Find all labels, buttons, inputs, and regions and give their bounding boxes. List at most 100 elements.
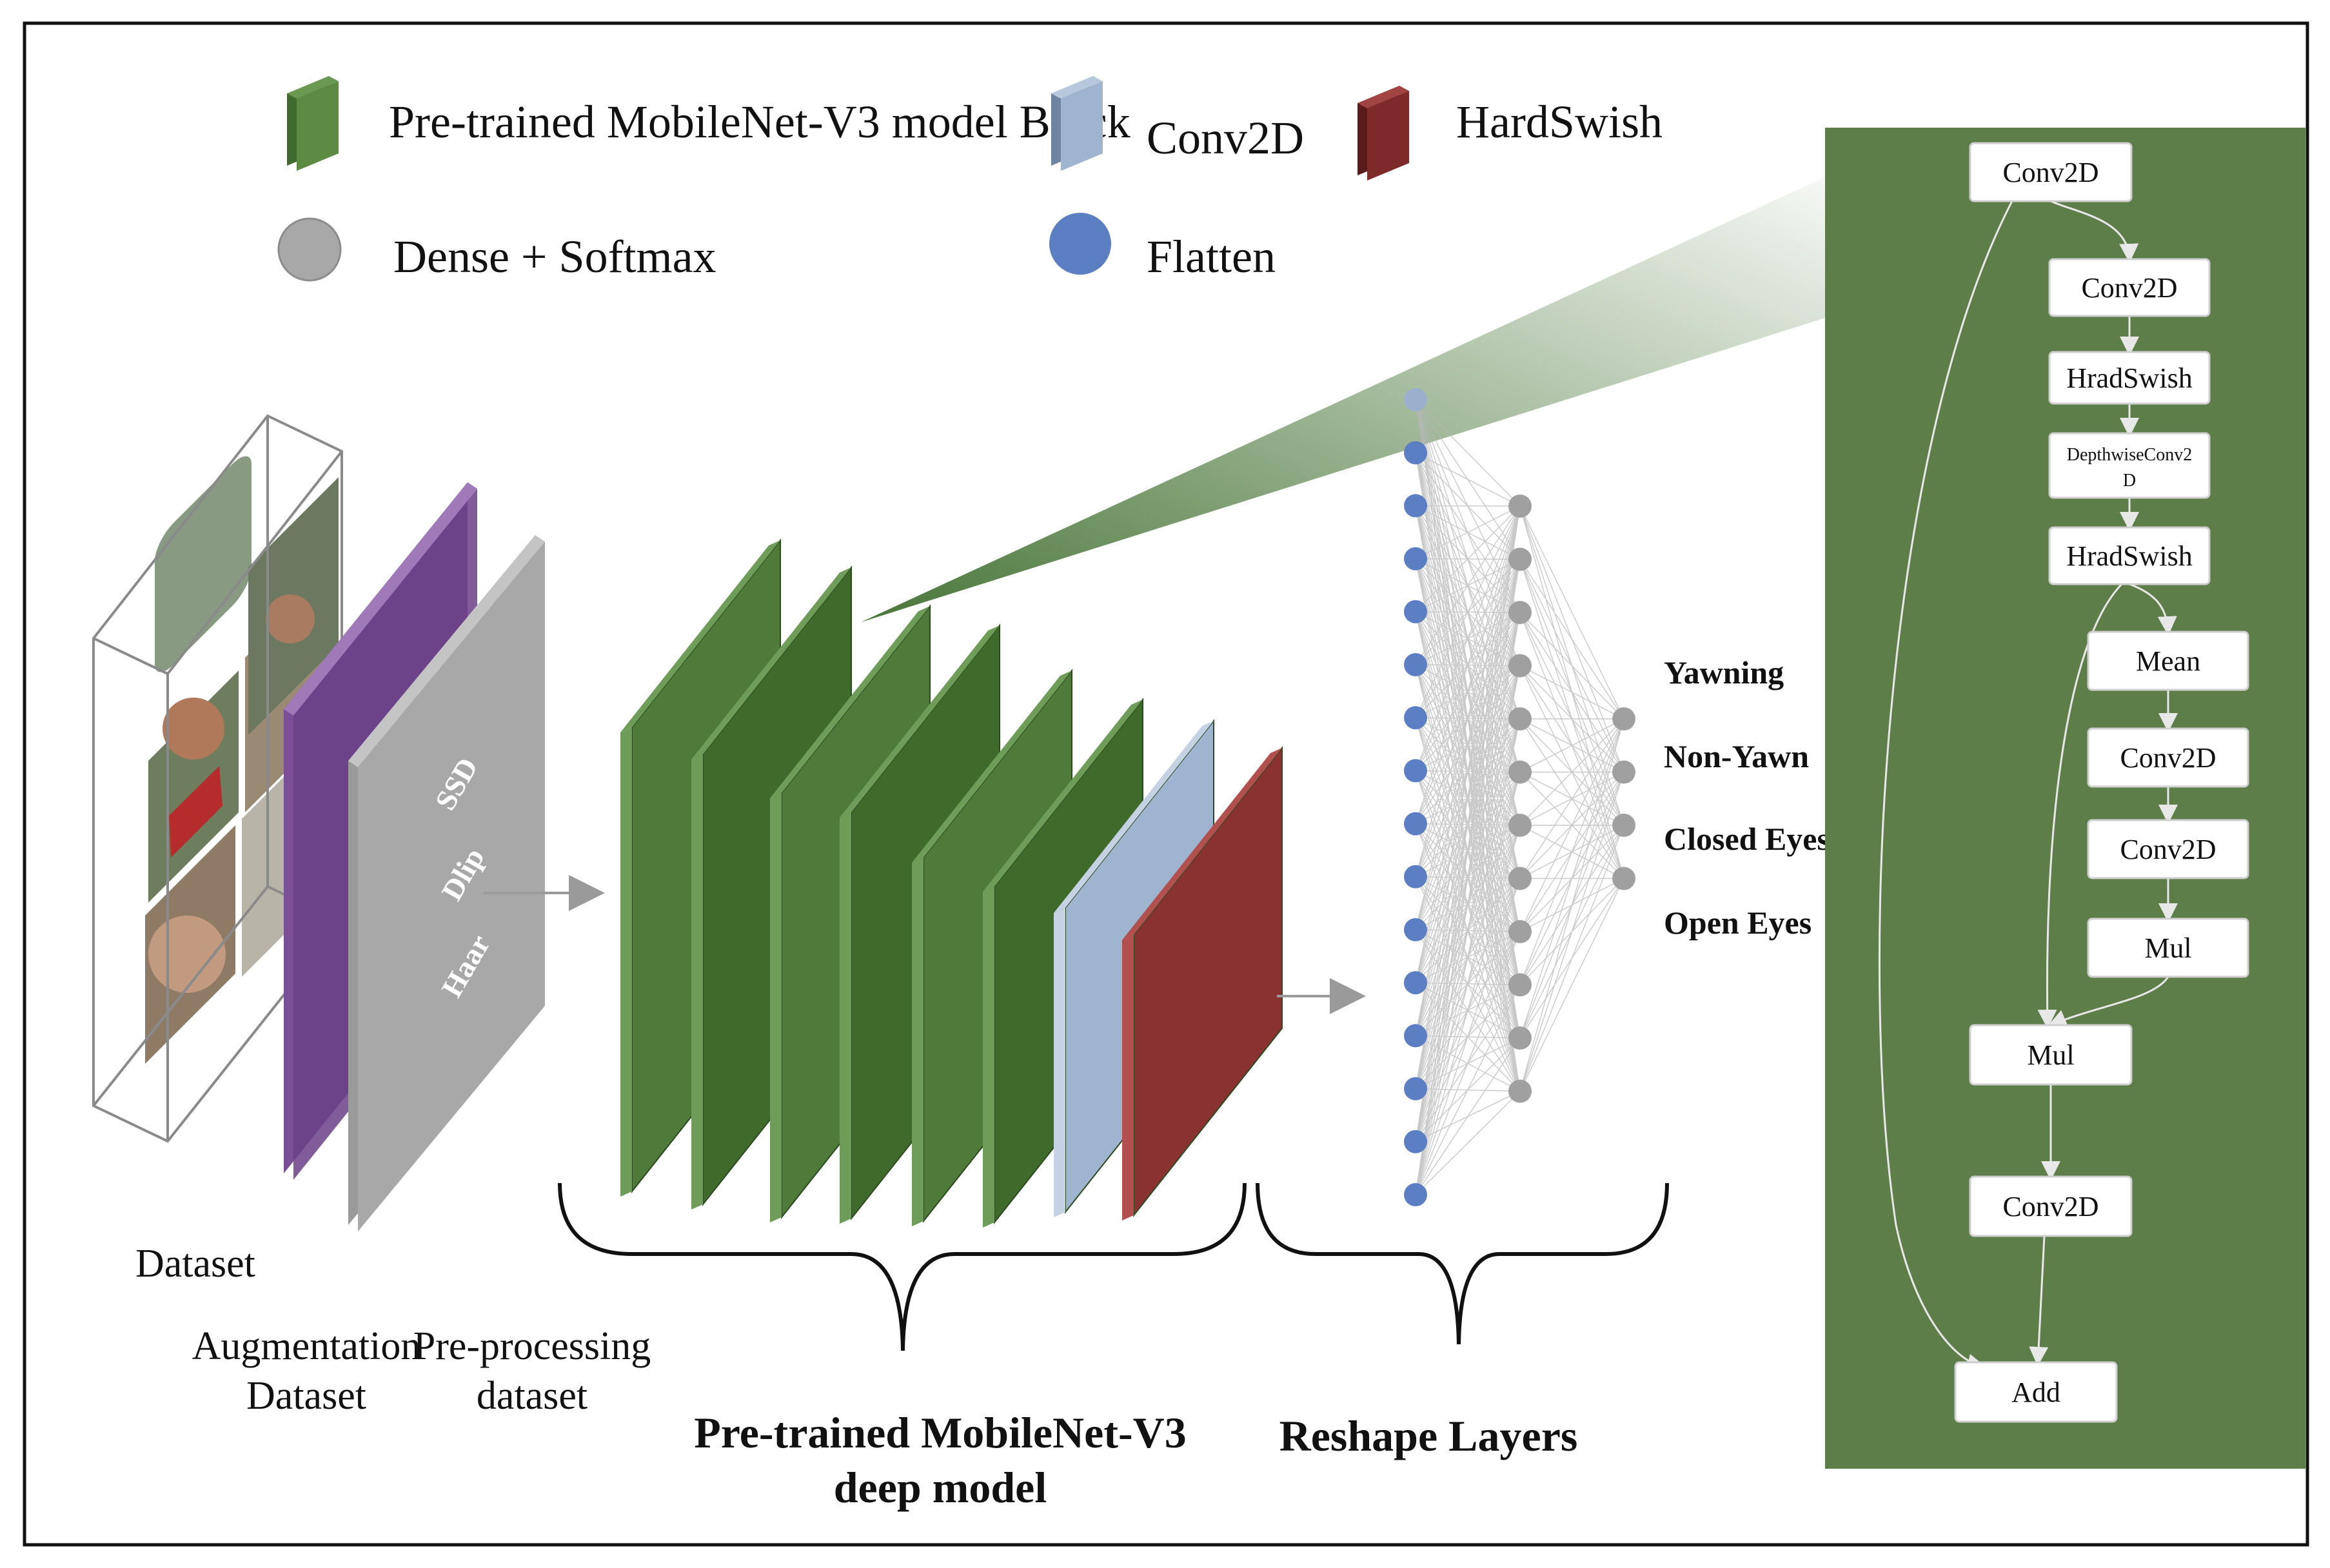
connection bbox=[1519, 718, 1624, 932]
connection bbox=[1519, 718, 1624, 985]
node-box bbox=[1954, 1361, 2118, 1423]
node-hardswish-1: HradSwish bbox=[2048, 351, 2211, 405]
node-conv2d-5: Conv2D bbox=[1969, 1175, 2133, 1237]
node-box bbox=[2087, 727, 2249, 788]
node-label: Mean bbox=[2136, 645, 2200, 677]
model-block-edge bbox=[620, 727, 632, 1197]
node-box bbox=[1969, 1175, 2133, 1237]
flatten-node bbox=[1404, 1024, 1427, 1048]
node-label: Mul bbox=[2144, 932, 2191, 964]
connection bbox=[1519, 612, 1624, 720]
legend-label-conv2d: Conv2D bbox=[1147, 112, 1304, 164]
node-box bbox=[2048, 432, 2211, 499]
connection bbox=[1415, 505, 1521, 983]
node-label: Conv2D bbox=[2002, 1191, 2098, 1222]
flatten-node bbox=[1404, 494, 1427, 518]
connection bbox=[1519, 665, 1624, 720]
node-mul-1: Mul bbox=[2087, 917, 2249, 978]
reshape-brace bbox=[1256, 1182, 1669, 1345]
softmax-node bbox=[1612, 814, 1635, 837]
connection bbox=[1415, 931, 1521, 1195]
zoom-beam bbox=[861, 174, 1831, 622]
caption-dataset: Dataset bbox=[135, 1242, 255, 1286]
face-1 bbox=[163, 698, 224, 760]
model-block-top bbox=[840, 625, 1000, 818]
dataset-photo-5 bbox=[242, 770, 290, 977]
dataset-photo bbox=[155, 456, 252, 672]
connection bbox=[1519, 718, 1624, 826]
connection bbox=[1415, 505, 1521, 718]
connection bbox=[1415, 985, 1521, 1195]
dense-node bbox=[1508, 654, 1532, 678]
blue-circle-icon bbox=[1049, 213, 1111, 275]
legend-label-flatten: Flatten bbox=[1147, 231, 1276, 282]
dense-connections bbox=[1415, 399, 1624, 1195]
model-block-edge bbox=[912, 858, 923, 1226]
caption-model-line2: deep model bbox=[834, 1463, 1047, 1512]
dense-node bbox=[1508, 495, 1532, 518]
connection bbox=[1415, 505, 1521, 1142]
flatten-node bbox=[1404, 918, 1427, 941]
node-mul-2: Mul bbox=[1969, 1024, 2133, 1086]
connection bbox=[1415, 505, 1521, 771]
connection bbox=[1519, 718, 1624, 1092]
panel-edge bbox=[2129, 583, 2177, 636]
flatten-node bbox=[1404, 1183, 1427, 1206]
connection bbox=[1415, 559, 1521, 1195]
connection bbox=[1415, 772, 1521, 1195]
model-block-top bbox=[691, 567, 851, 760]
model-block-top bbox=[983, 700, 1143, 892]
model-block-edge bbox=[840, 812, 851, 1224]
node-label: HradSwish bbox=[2066, 540, 2193, 572]
caption-model-line1: Pre-trained MobileNet-V3 bbox=[694, 1408, 1187, 1457]
output-non-yawn: Non-Yawn bbox=[1664, 738, 1809, 774]
legend-label-mobilenet: Pre-trained MobileNet-V3 model Block bbox=[389, 96, 1130, 148]
node-label-line2: D bbox=[2123, 471, 2136, 491]
flatten-node bbox=[1404, 1130, 1427, 1153]
flatten-node bbox=[1404, 759, 1427, 783]
output-closed-eyes: Closed Eyes bbox=[1664, 821, 1830, 857]
connection bbox=[1415, 505, 1521, 824]
blue-block-icon bbox=[1051, 76, 1103, 171]
dense-node bbox=[1508, 1079, 1532, 1103]
softmax-node bbox=[1612, 867, 1635, 890]
output-yawning: Yawning bbox=[1664, 654, 1784, 691]
flatten-node bbox=[1404, 865, 1427, 888]
dense-node bbox=[1508, 814, 1532, 837]
connection bbox=[1415, 505, 1521, 930]
connection bbox=[1415, 505, 1521, 1089]
connection bbox=[1519, 878, 1624, 1092]
flatten-node bbox=[1404, 1077, 1427, 1101]
connection bbox=[1415, 505, 1521, 560]
dense-node bbox=[1508, 920, 1532, 943]
node-add: Add bbox=[1954, 1361, 2118, 1423]
caption-preprocessing-line1: Pre-processing bbox=[413, 1324, 651, 1368]
flatten-node bbox=[1404, 653, 1427, 676]
model-block-edge bbox=[691, 754, 703, 1210]
dense-node bbox=[1508, 547, 1532, 571]
dense-node bbox=[1508, 1026, 1532, 1050]
model-block-top bbox=[770, 606, 930, 798]
softmax-node bbox=[1612, 760, 1635, 784]
model-block-edge bbox=[983, 887, 994, 1228]
panel-edge bbox=[2050, 200, 2139, 263]
legend: Pre-trained MobileNet-V3 model Block Con… bbox=[277, 76, 1663, 282]
panel-edges bbox=[1878, 200, 2178, 1373]
flatten-node bbox=[1404, 600, 1427, 623]
caption-preprocessing-line2: dataset bbox=[477, 1374, 587, 1418]
connection bbox=[1415, 1037, 1521, 1195]
connection bbox=[1519, 772, 1624, 1092]
legend-label-hardswish: HardSwish bbox=[1456, 96, 1663, 148]
dataset-stack bbox=[92, 414, 343, 1143]
node-label: Conv2D bbox=[2120, 742, 2216, 774]
node-box bbox=[1969, 1024, 2133, 1086]
connection bbox=[1415, 665, 1521, 1195]
flatten-node bbox=[1404, 706, 1427, 730]
caption-augmentation-line2: Dataset bbox=[246, 1374, 366, 1418]
dense-node bbox=[1508, 867, 1532, 890]
outer-frame bbox=[23, 21, 2309, 1547]
node-conv2d-2: Conv2D bbox=[2048, 258, 2211, 317]
connection bbox=[1415, 505, 1521, 877]
model-block-top bbox=[1054, 721, 1214, 913]
